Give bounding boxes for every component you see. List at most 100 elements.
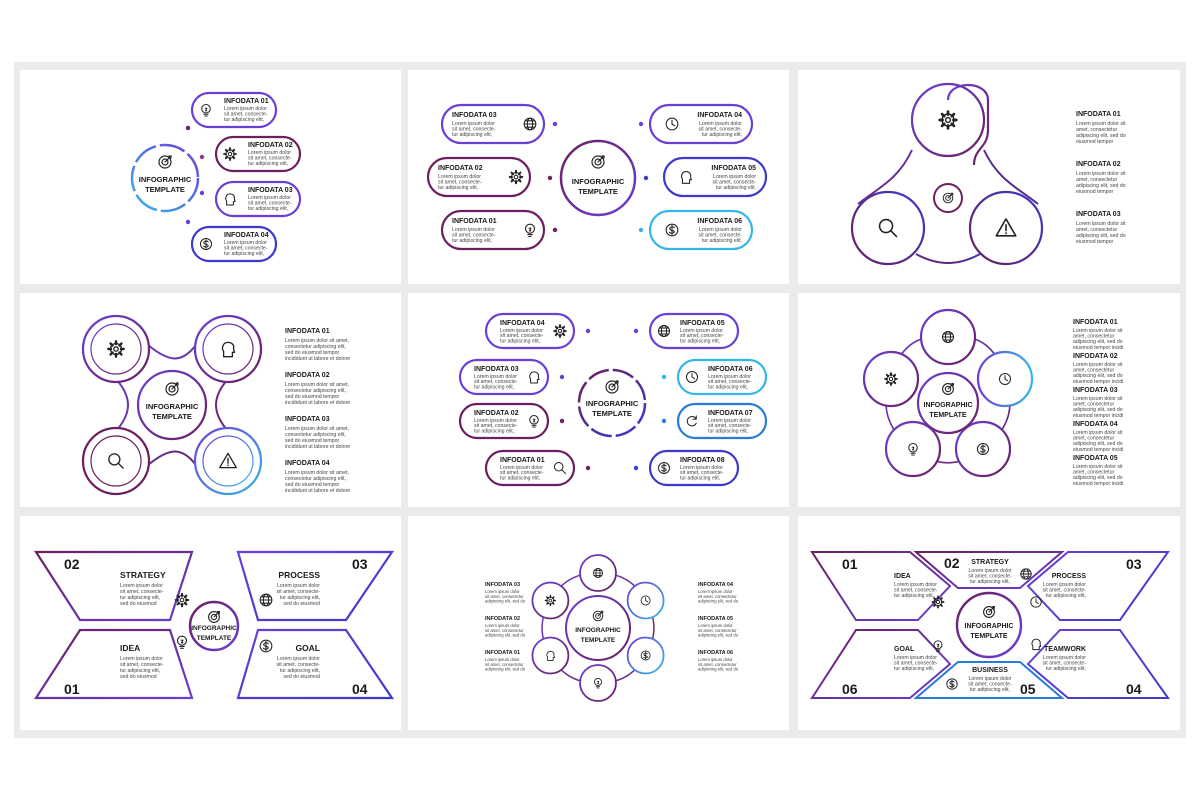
target-icon [605, 380, 619, 394]
body-line: Lorem ipsum dolor sit [1076, 171, 1126, 177]
step-number: 01 [64, 681, 80, 697]
step-title: PROCESS [1052, 573, 1087, 580]
body-line: Lorem ipsum dolor sit amet, [285, 382, 349, 388]
body-line: Lorem ipsum dolor [438, 174, 481, 180]
body-line: sit amet, consecte- [1042, 661, 1086, 667]
center-subtitle: TEMPLATE [152, 412, 192, 421]
wing-top-left [33, 550, 194, 622]
body-line: sit amet, consecte- [500, 470, 544, 476]
body-line: tur adipiscing elit, [120, 668, 160, 674]
body-line: amet, consectetur [1073, 334, 1115, 340]
center-title: INFOGRAPHIC [586, 399, 639, 408]
body-line: amet, consectetur [1073, 470, 1115, 476]
body-line: Lorem ipsum dolor [120, 656, 163, 662]
info-title: INFODATA 07 [708, 410, 753, 417]
body-line: tur adipiscing elit, [1046, 666, 1086, 672]
info-title: INFODATA 01 [485, 650, 520, 656]
body-line: Lorem ipsum dolor sit [1073, 464, 1123, 470]
body-line: eiusmod tempor incidi [1073, 447, 1123, 453]
info-title: INFODATA 05 [698, 616, 733, 622]
body-line: sit amet, consecte- [968, 574, 1012, 580]
info-title: INFODATA 03 [1076, 211, 1121, 218]
wing-top-right [1026, 551, 1170, 621]
body-line: adipiscing elit, sed do [1076, 233, 1126, 239]
info-title: INFODATA 03 [474, 366, 519, 373]
body-line: sit amet, consecte- [276, 589, 320, 595]
target-icon [591, 155, 605, 169]
info-pill [648, 209, 754, 251]
body-line: adipiscing elit, sed do [1073, 339, 1123, 345]
body-line: adipiscing elit, sed do [485, 599, 526, 604]
center-circle [916, 371, 980, 435]
connector-dot [547, 175, 553, 181]
center-subtitle: TEMPLATE [197, 635, 232, 642]
info-pill [440, 209, 546, 251]
info-title: INFODATA 03 [248, 187, 293, 194]
dollar-icon [976, 442, 990, 456]
body-line: Lorem ipsum dolor [485, 623, 520, 628]
center-circle [136, 369, 208, 441]
body-line: sit amet, consectetur [485, 628, 524, 633]
head-icon [221, 341, 236, 358]
gear-icon [544, 594, 557, 607]
body-line: sit amet, consecte- [680, 333, 724, 339]
info-pill [214, 135, 302, 173]
target-icon [165, 382, 179, 396]
body-line: Lorem ipsum dolor [485, 589, 520, 594]
info-pill [484, 312, 576, 350]
body-line: Lorem ipsum dolor [224, 106, 267, 112]
connector-dot [559, 418, 565, 424]
gear-icon [553, 324, 567, 338]
body-line: adipiscing elit, sed do [698, 633, 739, 638]
connector-dot [552, 227, 558, 233]
dollar-icon [259, 639, 273, 653]
center-title: INFOGRAPHIC [924, 402, 973, 409]
body-line: tur adipiscing elit, [1046, 593, 1086, 599]
body-line: tur adipiscing elit, [248, 161, 288, 167]
top-lobe [910, 82, 986, 158]
connector-dot [199, 154, 205, 160]
center-subtitle: TEMPLATE [581, 637, 616, 644]
body-line: sit amet, consecte- [120, 589, 164, 595]
gear-icon [931, 595, 945, 609]
body-line: tur adipiscing elit, [120, 595, 160, 601]
body-line: sit amet, consecte- [894, 588, 938, 594]
body-line: sit amet, consectetur [485, 662, 524, 667]
info-title: INFODATA 06 [697, 218, 742, 225]
body-line: tur adipiscing elit, [680, 475, 720, 481]
body-line: Lorem ipsum dolor [485, 657, 520, 662]
body-line: Lorem ipsum dolor [698, 657, 733, 662]
body-line: sit amet, consecte- [894, 661, 938, 667]
info-title: INFODATA 06 [698, 650, 733, 656]
wing-bottom-left [33, 628, 194, 700]
body-line: Lorem ipsum dolor [1043, 655, 1086, 661]
connector-dot [643, 175, 649, 181]
warning-icon [219, 452, 237, 469]
left-lobe [850, 190, 926, 266]
gear-icon [884, 372, 898, 386]
center-subtitle: TEMPLATE [578, 187, 618, 196]
clock-icon [685, 370, 699, 384]
body-line: tur adipiscing elit, [280, 595, 320, 601]
